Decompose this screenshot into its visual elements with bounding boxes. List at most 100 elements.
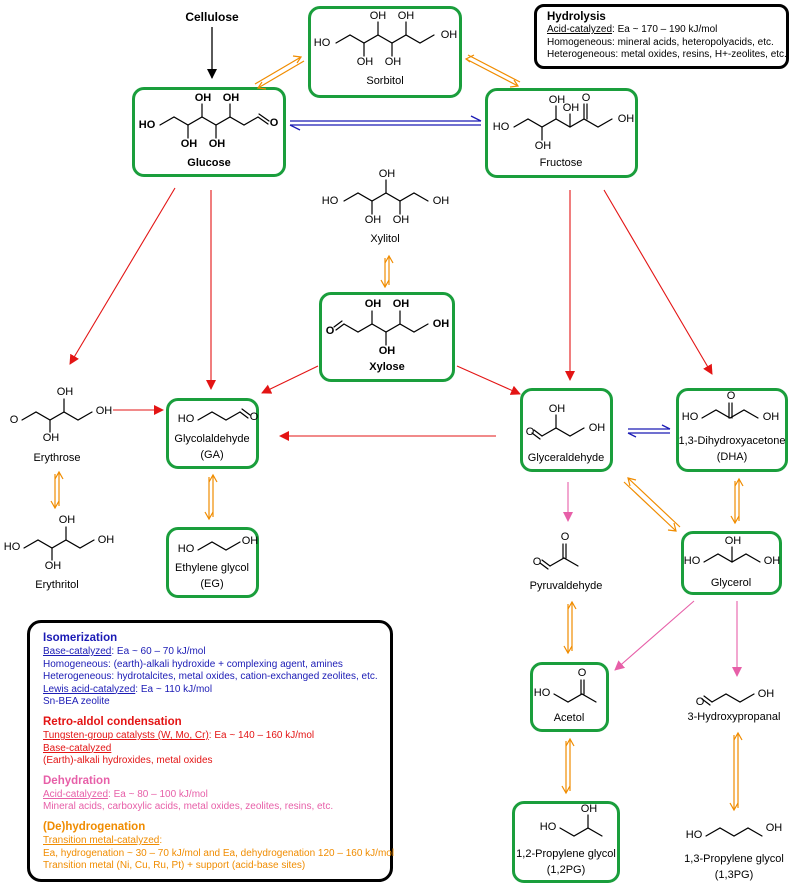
dha-structure bbox=[701, 402, 759, 419]
atom-label: OH bbox=[97, 534, 115, 546]
atom-label: OH bbox=[440, 29, 458, 41]
glucose-box bbox=[132, 87, 286, 177]
hydrogenation-arrow-sorbitol-fructose bbox=[464, 54, 521, 88]
atom-label: OH bbox=[369, 10, 387, 22]
legend-isomerization-line-2: Homogeneous: (earth)-alkali hydroxide + … bbox=[43, 658, 343, 670]
atom-label: OH bbox=[548, 403, 566, 415]
hydrolysis-info-box: Hydrolysis Acid-catalyzed: Ea ~ 170 – 19… bbox=[534, 4, 789, 69]
fructose-label: Fructose bbox=[539, 157, 583, 169]
hydrolysis-title: Hydrolysis bbox=[547, 11, 606, 23]
pg12-abbr: (1,2PG) bbox=[546, 864, 586, 876]
atom-label: OH bbox=[392, 298, 410, 310]
hydrolysis-line-1: Acid-catalyzed: Ea ~ 170 – 190 kJ/mol bbox=[547, 24, 718, 35]
hydrogenation-arrow-ga-eg bbox=[204, 473, 218, 521]
atom-label: OH bbox=[617, 113, 635, 125]
atom-label: HO bbox=[681, 411, 699, 423]
glyceraldehyde-box bbox=[520, 388, 613, 472]
hydrogenation-arrow-xylitol-xylose bbox=[380, 254, 394, 289]
legend-dehydration-title: Dehydration bbox=[43, 774, 111, 787]
legend-hydrogenation-line-2: Ea, hydrogenation ~ 30 – 70 kJ/mol and E… bbox=[43, 847, 395, 859]
pg13-abbr: (1,3PG) bbox=[714, 869, 754, 881]
hydrogenation-arrow-acetol-pg12 bbox=[561, 737, 575, 795]
atom-label: OH bbox=[56, 386, 74, 398]
atom-label: OH bbox=[58, 514, 76, 526]
atom-label: HO bbox=[321, 195, 339, 207]
atom-label: OH bbox=[378, 168, 396, 180]
xylitol-label: Xylitol bbox=[370, 233, 400, 245]
atom-label: HO bbox=[138, 119, 156, 131]
glyceraldehyde-label: Glyceraldehyde bbox=[527, 452, 605, 464]
xylose-label: Xylose bbox=[369, 361, 405, 373]
atom-label: HO bbox=[683, 555, 701, 567]
glucose-structure bbox=[159, 103, 270, 139]
dha-label: 1,3-Dihydroxyacetone bbox=[678, 435, 786, 447]
atom-label: OH bbox=[241, 535, 259, 547]
atom-label: OH bbox=[194, 92, 212, 104]
erythrose-structure bbox=[21, 398, 93, 433]
atom-label: OH bbox=[534, 140, 552, 152]
catalysis-legend-box: Isomerization Base-catalyzed: Ea ~ 60 – … bbox=[27, 620, 395, 882]
atom-label: HO bbox=[3, 541, 21, 553]
ethylene-glycol-label: Ethylene glycol bbox=[175, 562, 249, 574]
atom-label: OH bbox=[378, 345, 396, 357]
xylose-box bbox=[319, 292, 455, 382]
atom-label: O bbox=[726, 390, 736, 402]
glycolaldehyde-structure bbox=[197, 408, 251, 421]
atom-label: OH bbox=[364, 214, 382, 226]
fructose-box bbox=[485, 88, 638, 178]
erythritol-structure bbox=[23, 526, 95, 561]
atom-label: OH bbox=[432, 195, 450, 207]
legend-isomerization-line-1: Base-catalyzed: Ea ~ 60 – 70 kJ/mol bbox=[43, 646, 206, 657]
legend-isomerization-line-3: Heterogeneous: hydrotalcites, metal oxid… bbox=[43, 671, 378, 683]
pyruvaldehyde-structure bbox=[539, 543, 579, 570]
isomerization-arrow-glucose-fructose bbox=[289, 115, 482, 131]
retro-aldol-arrow-glucose-erythrose bbox=[69, 187, 176, 365]
acetol-label: Acetol bbox=[553, 712, 585, 724]
dehydration-arrow-glycerol-acetol bbox=[614, 600, 695, 671]
atom-label: OH bbox=[762, 411, 780, 423]
pg13-label: 1,3-Propylene glycol bbox=[684, 853, 784, 865]
glycolaldehyde-abbr: (GA) bbox=[200, 449, 224, 461]
acetol-box bbox=[530, 662, 609, 732]
atom-label: O bbox=[577, 667, 587, 679]
atom-label: OH bbox=[44, 560, 62, 572]
atom-label: OH bbox=[763, 555, 781, 567]
retro-aldol-arrow-fructose-dha bbox=[603, 189, 713, 375]
atom-label: O bbox=[532, 556, 542, 568]
atom-label: OH bbox=[724, 535, 742, 547]
ethylene-glycol-box bbox=[166, 527, 259, 598]
glyceraldehyde-structure bbox=[531, 414, 585, 440]
glycolaldehyde-label: Glycolaldehyde bbox=[174, 433, 250, 445]
legend-retro-aldol-title: Retro-aldol condensation bbox=[43, 715, 182, 728]
erythritol-label: Erythritol bbox=[35, 579, 79, 591]
legend-isomerization-line-4: Lewis acid-catalyzed: Ea ~ 110 kJ/mol bbox=[43, 683, 213, 695]
atom-label: O bbox=[9, 414, 19, 426]
hydrogenation-arrow-glyceraldehyde-glycerol bbox=[623, 477, 681, 532]
atom-label: OH bbox=[356, 56, 374, 68]
atom-label: OH bbox=[364, 298, 382, 310]
legend-retro-aldol-line-3: (Earth)-alkali hydroxides, metal oxides bbox=[43, 755, 213, 767]
atom-label: HO bbox=[313, 37, 331, 49]
retro-aldol-arrow-xylose-glyceraldehyde bbox=[456, 365, 521, 395]
hydrolysis-line-2: Homogeneous: mineral acids, heteropolyac… bbox=[547, 36, 774, 48]
dha-abbr: (DHA) bbox=[716, 451, 748, 463]
atom-label: OH bbox=[95, 405, 113, 417]
pg12-structure bbox=[559, 814, 603, 837]
glycerol-label: Glycerol bbox=[710, 577, 752, 589]
atom-label: OH bbox=[42, 432, 60, 444]
hydroxypropanal-label: 3-Hydroxypropanal bbox=[687, 711, 781, 723]
atom-label: OH bbox=[384, 56, 402, 68]
glycerol-structure bbox=[703, 546, 761, 563]
atom-label: OH bbox=[588, 422, 606, 434]
legend-hydrogenation-title: (De)hydrogenation bbox=[43, 820, 146, 833]
hydrogenation-arrow-dha-glycerol bbox=[730, 477, 744, 525]
atom-label: HO bbox=[539, 821, 557, 833]
atom-label: OH bbox=[580, 803, 598, 815]
atom-label: OH bbox=[562, 102, 580, 114]
legend-dehydration-line-1: Acid-catalyzed: Ea ~ 80 – 100 kJ/mol bbox=[43, 788, 208, 800]
atom-label: OH bbox=[432, 318, 450, 330]
legend-hydrogenation-line-3: Transition metal (Ni, Cu, Ru, Pt) + supp… bbox=[43, 860, 306, 872]
sorbitol-box bbox=[308, 6, 462, 98]
